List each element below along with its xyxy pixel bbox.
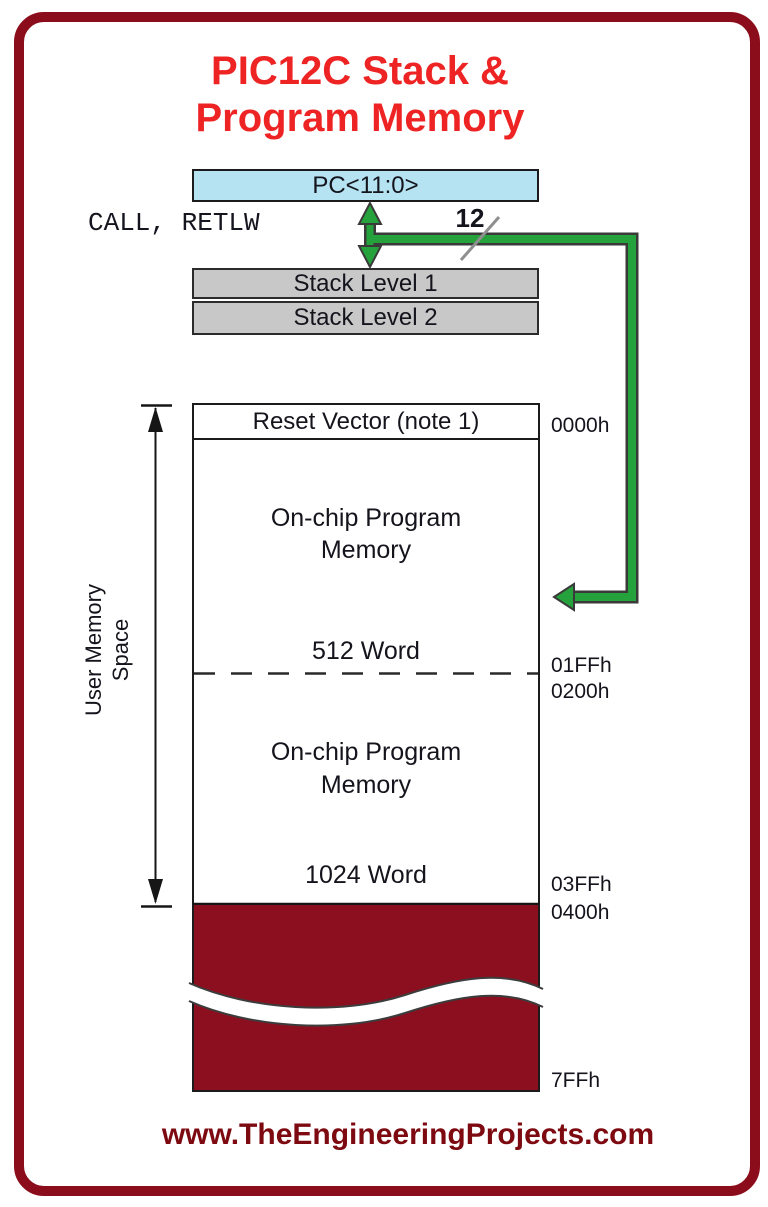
page-border <box>14 12 760 1196</box>
pc-register-label: PC<11:0> <box>312 171 419 199</box>
user-memory-space-line1: User Memory <box>81 584 106 717</box>
size-label-1024: 1024 Word <box>305 861 427 889</box>
onchip-1024-line1: On-chip Program <box>270 738 462 766</box>
stack-level-2-label: Stack Level 2 <box>293 304 438 331</box>
address-0200h: 0200h <box>551 680 610 703</box>
onchip-512-line1: On-chip Program <box>270 504 462 532</box>
stack-level-1-label: Stack Level 1 <box>293 269 438 297</box>
onchip-program-memory-512: On-chip Program Memory <box>192 502 540 566</box>
onchip-512-line2: Memory <box>320 536 412 564</box>
call-retlw-label: CALL, RETLW <box>88 208 260 238</box>
size-label-512: 512 Word <box>312 637 420 665</box>
user-memory-space-line2: Space <box>108 618 133 682</box>
user-memory-space-label: User Memory Space <box>80 540 136 760</box>
stack-level-2-box: Stack Level 2 <box>192 301 539 335</box>
address-01FFh: 01FFh <box>551 654 612 677</box>
onchip-program-memory-1024: On-chip Program Memory <box>192 736 540 802</box>
address-0400h: 0400h <box>551 901 610 924</box>
page-title: PIC12C Stack & Program Memory <box>20 48 700 142</box>
address-0000h: 0000h <box>551 414 610 437</box>
bus-width-label: 12 <box>455 203 485 233</box>
page-title-line1: PIC12C Stack & <box>211 49 509 93</box>
reset-vector-label: Reset Vector (note 1) <box>252 407 480 435</box>
page-title-line2: Program Memory <box>195 96 525 140</box>
address-03FFh: 03FFh <box>551 873 612 896</box>
pc-register-box: PC<11:0> <box>192 169 539 202</box>
reset-vector-band: Reset Vector (note 1) <box>194 405 538 440</box>
address-7FFh: 7FFh <box>551 1069 601 1092</box>
stack-level-1-box: Stack Level 1 <box>192 268 539 299</box>
onchip-1024-line2: Memory <box>320 771 412 799</box>
website-url: www.TheEngineeringProjects.com <box>161 1118 655 1151</box>
